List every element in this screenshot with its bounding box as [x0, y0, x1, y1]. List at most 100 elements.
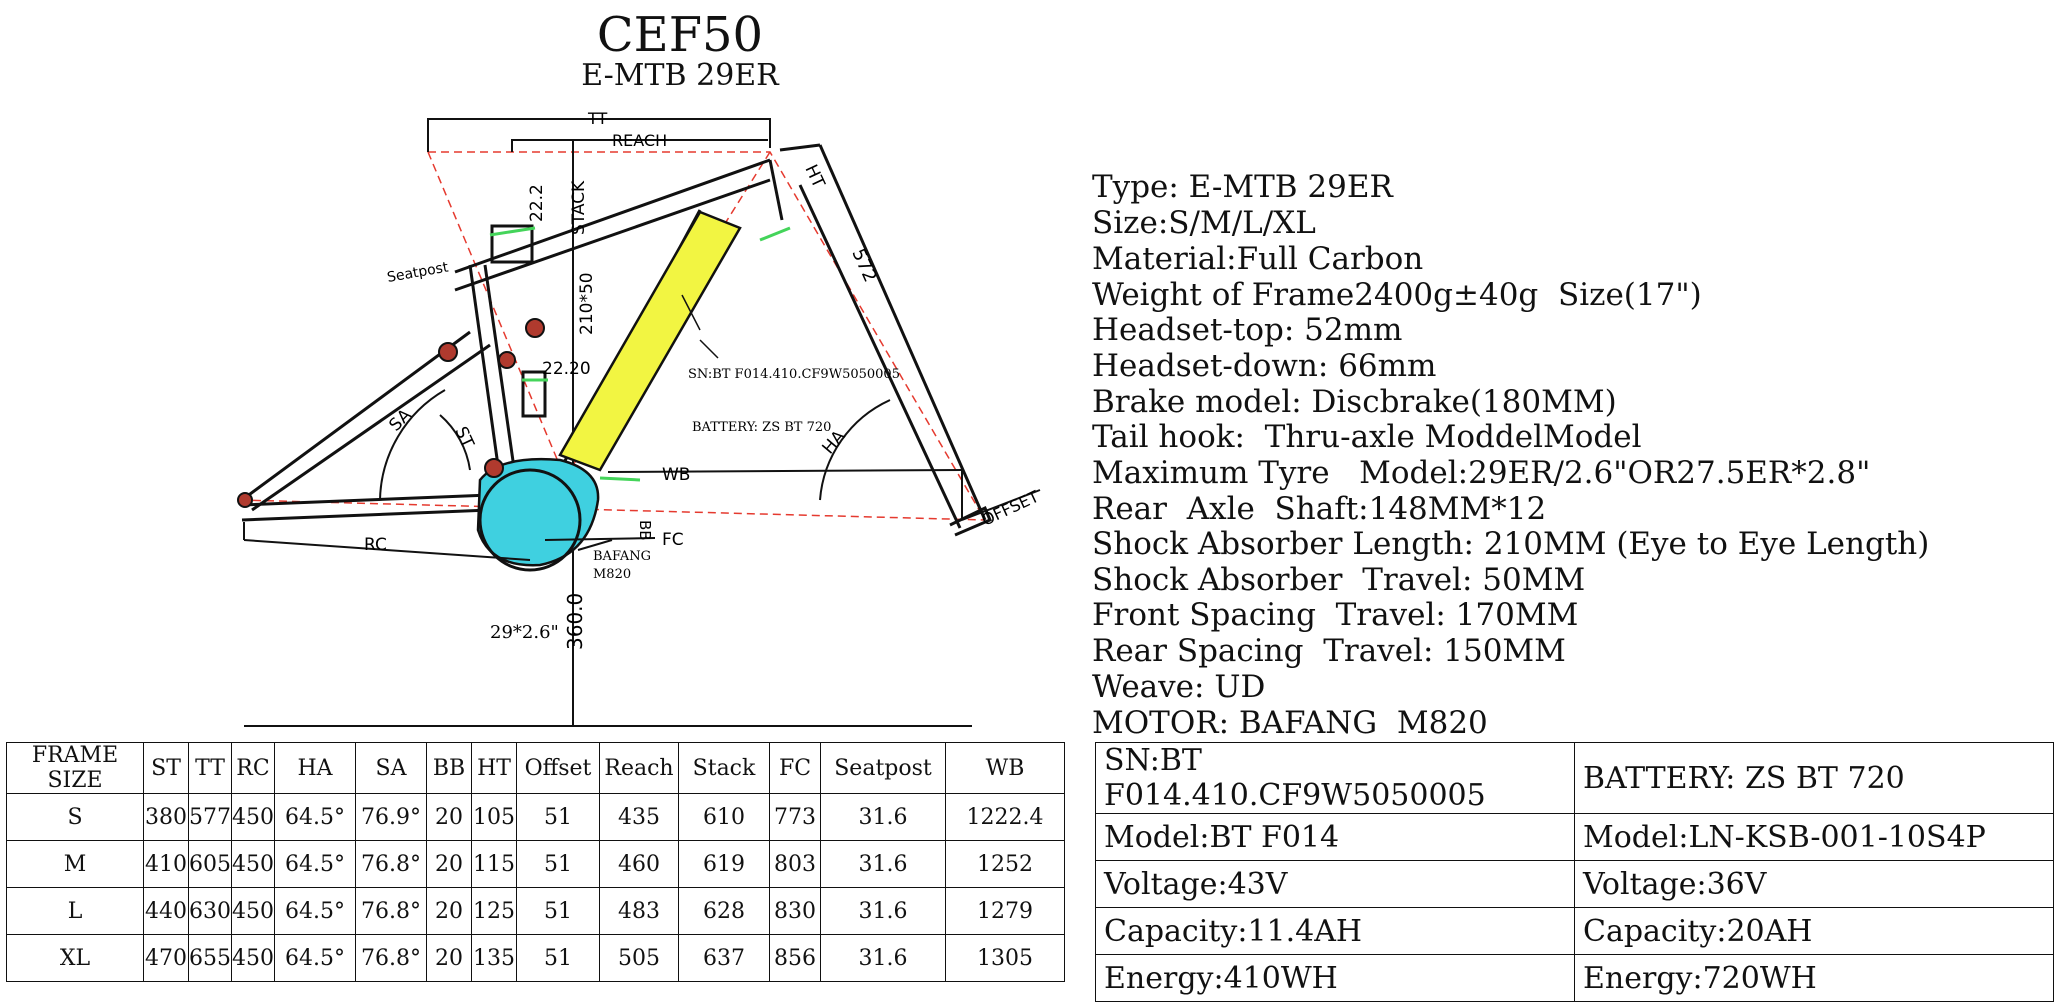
tt-label: TT [587, 109, 607, 128]
table-cell: Model:LN-KSB-001-10S4P [1574, 813, 2054, 861]
table-cell: 773 [769, 793, 821, 841]
seat-clamp [490, 224, 534, 264]
table-cell: Voltage:43V [1095, 860, 1575, 908]
header-cell: RC [231, 742, 275, 794]
motor-brand-label: BAFANG [593, 549, 651, 564]
wb-label: WB [662, 465, 690, 485]
spec-weave: Weave: UD [1092, 669, 1266, 705]
header-cell: BB [426, 742, 472, 794]
table-cell: 115 [471, 840, 517, 888]
table-cell: 483 [599, 887, 679, 935]
spec-headset-down: Headset-down: 66mm [1092, 348, 1437, 384]
table-cell: 655 [188, 934, 232, 982]
table-cell: 31.6 [820, 887, 946, 935]
table-row: Capacity:11.4AH Capacity:20AH [1095, 907, 2054, 955]
table-row: Energy:410WH Energy:720WH [1095, 954, 2054, 1002]
seatpost-label: Seatpost [386, 259, 450, 286]
table-cell: Capacity:20AH [1574, 907, 2054, 955]
stack-label: STACK [569, 180, 589, 235]
table-cell: L [6, 887, 144, 935]
table-row: XL 470 655 450 64.5° 76.8° 20 135 51 505… [6, 934, 1065, 982]
pivot-3 [498, 351, 516, 369]
table-cell: M [6, 840, 144, 888]
spec-material: Material:Full Carbon [1092, 241, 1424, 277]
shock-label: 210*50 [577, 272, 597, 335]
spec-tyre: Maximum Tyre Model:29ER/2.6"OR27.5ER*2.8… [1092, 455, 1871, 491]
spec-front-travel: Front Spacing Travel: 170MM [1092, 597, 1579, 633]
table-cell: XL [6, 934, 144, 982]
table-cell: 76.9° [355, 793, 427, 841]
table-cell: S [6, 793, 144, 841]
table-cell: 605 [188, 840, 232, 888]
table-cell: 135 [471, 934, 517, 982]
table-cell: 31.6 [820, 934, 946, 982]
reference-lines [239, 151, 986, 521]
table-cell: Energy:410WH [1095, 954, 1575, 1002]
angle-arcs [379, 389, 891, 501]
header-cell: Seatpost [820, 742, 946, 794]
table-cell: 76.8° [355, 840, 427, 888]
table-cell: 610 [678, 793, 770, 841]
table-cell: 830 [769, 887, 821, 935]
table-cell: 1279 [945, 887, 1065, 935]
table-cell: 125 [471, 887, 517, 935]
table-cell: 76.8° [355, 934, 427, 982]
geometry-table: FRAME SIZE ST TT RC HA SA BB HT Offset R… [6, 742, 1065, 982]
battery-leader [681, 294, 701, 331]
table-row: L 440 630 450 64.5° 76.8° 20 125 51 483 … [6, 887, 1065, 935]
table-cell: 20 [426, 934, 472, 982]
table-cell: 435 [599, 793, 679, 841]
table-cell: 577 [188, 793, 232, 841]
tire-label: 29*2.6" [490, 622, 559, 643]
table-cell: Model:BT F014 [1095, 813, 1575, 861]
table-cell: 31.6 [820, 793, 946, 841]
table-cell: 410 [143, 840, 189, 888]
table-cell: 51 [516, 934, 600, 982]
table-cell: 1305 [945, 934, 1065, 982]
ht-label: HT [800, 162, 828, 192]
lower-dimensions [243, 469, 1041, 561]
table-cell: 1222.4 [945, 793, 1065, 841]
fc-label: FC [662, 530, 684, 550]
spec-type: Type: E-MTB 29ER [1092, 169, 1393, 205]
spec-tail-hook: Tail hook: Thru-axle ModdelModel [1092, 419, 1642, 455]
rc-label: RC [364, 535, 387, 555]
electrics-header-row: SN:BT F014.410.CF9W5050005 BATTERY: ZS B… [1095, 742, 2054, 814]
table-row: M 410 605 450 64.5° 76.8° 20 115 51 460 … [6, 840, 1065, 888]
motor-model-label: M820 [593, 567, 631, 582]
spec-brake: Brake model: Discbrake(180MM) [1092, 384, 1617, 420]
sa-label: SA [385, 405, 415, 435]
reach-label: REACH [612, 131, 667, 150]
pivot-2 [525, 318, 545, 338]
header-cell: FRAME SIZE [6, 742, 144, 794]
table-cell: 450 [231, 887, 275, 935]
spec-rear-axle: Rear Axle Shaft:148MM*12 [1092, 491, 1547, 527]
table-cell: 450 [231, 840, 275, 888]
table-cell: 64.5° [274, 840, 356, 888]
table-cell: 440 [143, 887, 189, 935]
battery-downtube [558, 210, 742, 472]
battery-header: BATTERY: ZS BT 720 [1574, 742, 2054, 814]
table-cell: 628 [678, 887, 770, 935]
table-cell: 450 [231, 934, 275, 982]
table-cell: 76.8° [355, 887, 427, 935]
table-cell: 51 [516, 840, 600, 888]
st-label: ST [450, 424, 477, 452]
spec-shock-travel: Shock Absorber Travel: 50MM [1092, 562, 1586, 598]
pivot-4 [484, 458, 504, 478]
geometry-header-row: FRAME SIZE ST TT RC HA SA BB HT Offset R… [6, 742, 1065, 794]
dim-22-2-label: 22.2 [527, 184, 547, 222]
page-subtitle: E-MTB 29ER [581, 58, 779, 93]
table-cell: 51 [516, 887, 600, 935]
table-cell: 20 [426, 887, 472, 935]
table-cell: 856 [769, 934, 821, 982]
header-cell: TT [188, 742, 232, 794]
header-cell: FC [769, 742, 821, 794]
table-row: Voltage:43V Voltage:36V [1095, 860, 2054, 908]
table-cell: 31.6 [820, 840, 946, 888]
table-cell: 64.5° [274, 934, 356, 982]
rear-axle [237, 492, 253, 508]
header-cell: Reach [599, 742, 679, 794]
table-cell: 505 [599, 934, 679, 982]
header-cell: HA [274, 742, 356, 794]
